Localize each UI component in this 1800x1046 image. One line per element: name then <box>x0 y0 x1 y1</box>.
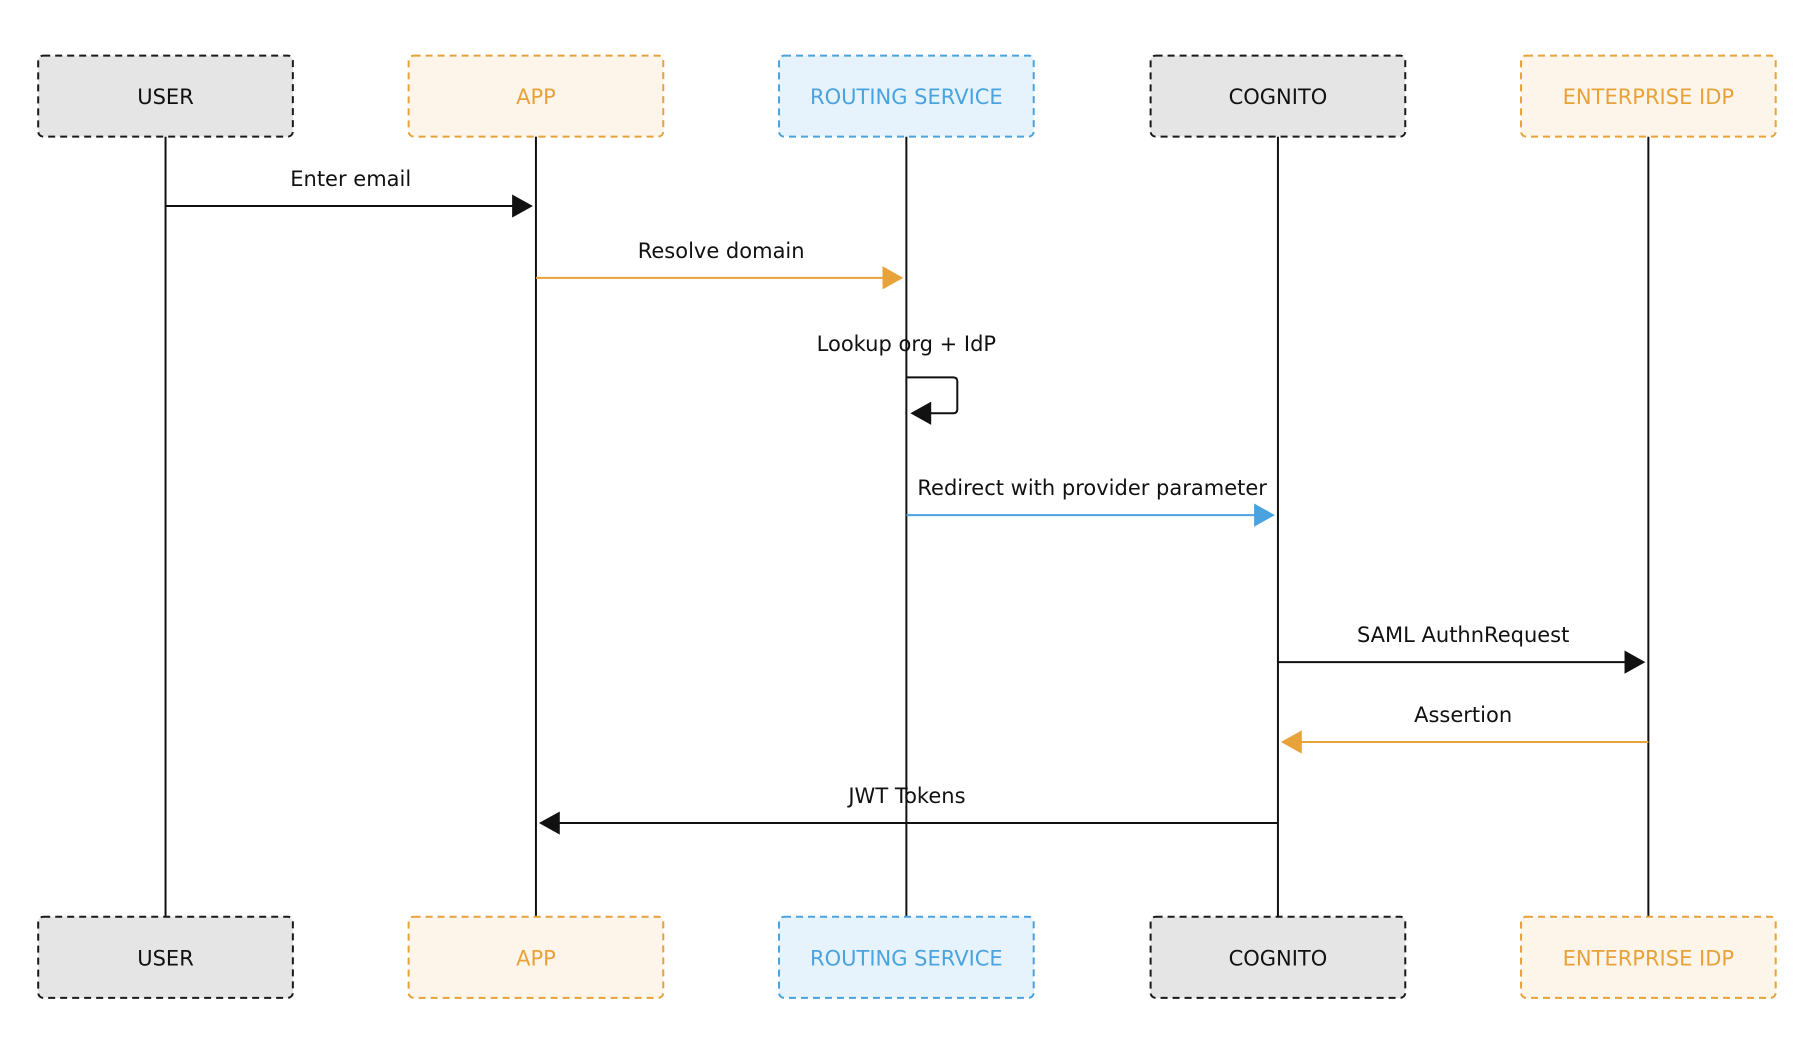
actor-label: COGNITO <box>1229 85 1328 109</box>
message-label: Assertion <box>1414 703 1512 727</box>
actor-box <box>1149 54 1407 138</box>
message-4: Redirect with provider parameter <box>906 476 1275 527</box>
actors-top: USER APP ROUTING SERVICE COGNITO ENTERPRISE … <box>37 54 1777 138</box>
actor-app-top: APP <box>407 54 665 138</box>
actor-label: USER <box>137 946 194 970</box>
actor-box <box>778 915 1035 999</box>
actor-label: USER <box>137 85 194 109</box>
actor-user-top: USER <box>37 54 294 138</box>
actor-label: ROUTING SERVICE <box>810 85 1003 109</box>
actor-cognito-bottom: COGNITO <box>1149 915 1407 999</box>
message-1: Enter email <box>165 167 533 218</box>
actor-label: APP <box>516 85 556 109</box>
message-label: Resolve domain <box>638 239 805 263</box>
arrow-head <box>538 811 560 835</box>
message-label: Lookup org + IdP <box>817 332 996 356</box>
message-label: Enter email <box>290 167 411 191</box>
actor-routing-bottom: ROUTING SERVICE <box>778 915 1035 999</box>
arrow-head <box>882 266 904 290</box>
actor-label: ENTERPRISE IDP <box>1563 946 1734 970</box>
arrow-head <box>910 401 932 425</box>
message-label: SAML AuthnRequest <box>1357 623 1569 647</box>
message-6: Assertion <box>1280 703 1649 754</box>
actor-idp-bottom: ENTERPRISE IDP <box>1520 915 1777 999</box>
self-loop-line <box>906 376 959 415</box>
actor-label: ROUTING SERVICE <box>810 946 1003 970</box>
actor-box <box>37 54 294 138</box>
actor-box <box>1149 915 1407 999</box>
actor-box <box>407 54 665 138</box>
message-2: Resolve domain <box>535 239 904 290</box>
arrow-head <box>512 194 533 218</box>
actor-idp-top: ENTERPRISE IDP <box>1520 54 1777 138</box>
actor-box <box>1520 54 1777 138</box>
arrow-head <box>1254 503 1275 527</box>
actor-box <box>778 54 1035 138</box>
actor-cognito-top: COGNITO <box>1149 54 1407 138</box>
actor-app-bottom: APP <box>407 915 665 999</box>
arrow-head <box>1280 730 1302 754</box>
message-label: Redirect with provider parameter <box>917 476 1267 500</box>
message-7: JWT Tokens <box>538 784 1278 835</box>
message-5: SAML AuthnRequest <box>1277 623 1646 674</box>
message-3: Lookup org + IdP <box>817 332 996 425</box>
actor-box <box>37 915 294 999</box>
arrow-head <box>1624 650 1646 674</box>
actor-label: APP <box>516 946 556 970</box>
actor-label: COGNITO <box>1229 946 1328 970</box>
lifelines <box>164 136 1650 917</box>
actor-box <box>1520 915 1777 999</box>
message-label: JWT Tokens <box>846 784 965 808</box>
actor-label: ENTERPRISE IDP <box>1563 85 1734 109</box>
actor-box <box>407 915 665 999</box>
actors-bottom: USER APP ROUTING SERVICE COGNITO ENTERPRISE … <box>37 915 1777 999</box>
actor-routing-top: ROUTING SERVICE <box>778 54 1035 138</box>
actor-user-bottom: USER <box>37 915 294 999</box>
